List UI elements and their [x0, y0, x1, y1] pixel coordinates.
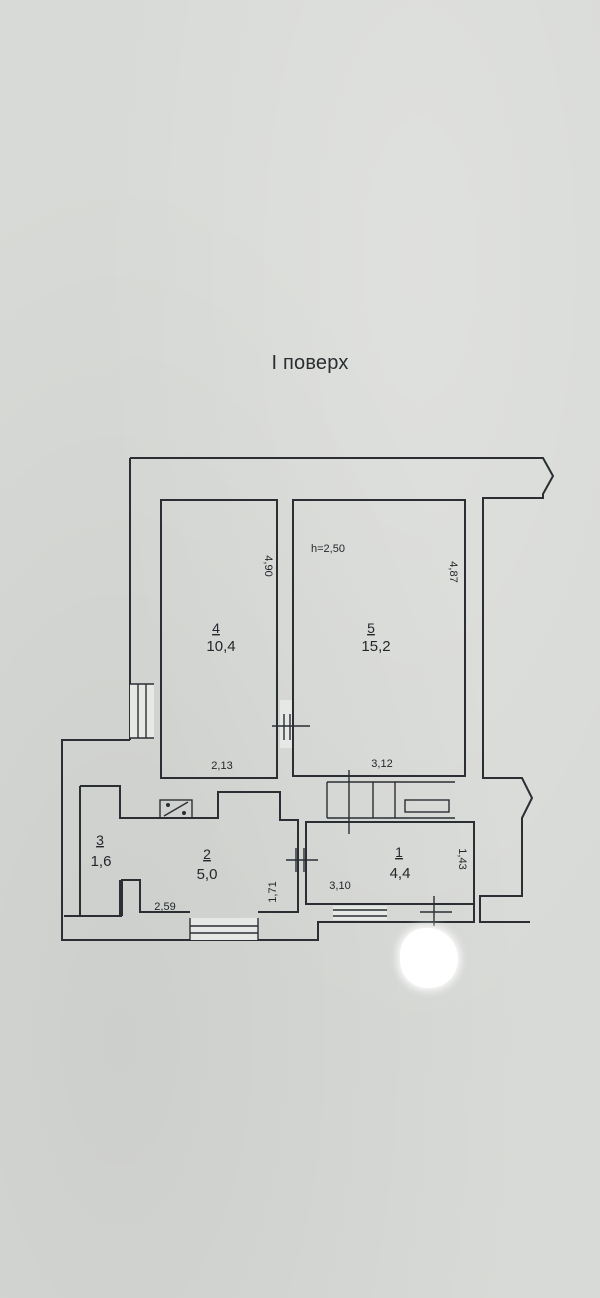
ceiling-height-label: h=2,50 — [311, 543, 345, 555]
room-5-height-dim: 4,87 — [447, 561, 459, 582]
white-blot — [400, 928, 458, 988]
stove-icon — [159, 799, 193, 819]
room-1-number: 1 — [395, 844, 403, 860]
room-1-area: 4,4 — [390, 865, 411, 882]
room-2-area: 5,0 — [197, 866, 218, 883]
room-1-width-dim: 3,10 — [329, 880, 350, 892]
room-5-width-dim: 3,12 — [371, 758, 392, 770]
room-3-area: 1,6 — [91, 853, 112, 870]
door-entrance — [420, 896, 452, 926]
room-3-number: 3 — [96, 832, 104, 848]
outer-wall-right — [345, 898, 475, 923]
room-5-outline — [292, 499, 466, 777]
floor-title: I поверх — [271, 352, 349, 374]
room-4-area: 10,4 — [206, 638, 235, 655]
room-3-outline — [79, 785, 121, 917]
window-room-1 — [333, 906, 387, 920]
door-room-4-5 — [272, 700, 310, 748]
window-left-wall — [130, 683, 154, 739]
room-2-height-dim: 1,71 — [267, 881, 279, 902]
room-2-number: 2 — [203, 846, 211, 862]
room-4-outline — [160, 499, 278, 779]
room-4-height-dim: 4,90 — [262, 555, 274, 576]
room-1-height-dim: 1,43 — [456, 848, 468, 869]
room-4-width-dim: 2,13 — [211, 760, 232, 772]
room-5-area: 15,2 — [361, 638, 390, 655]
room-5-number: 5 — [367, 620, 375, 636]
room-4-number: 4 — [212, 620, 220, 636]
door-room-2-1 — [286, 848, 318, 872]
room-2-width-dim: 2,59 — [154, 901, 175, 913]
room-1-outline — [305, 821, 475, 905]
window-room-2 — [189, 918, 259, 940]
staircase — [326, 770, 455, 834]
